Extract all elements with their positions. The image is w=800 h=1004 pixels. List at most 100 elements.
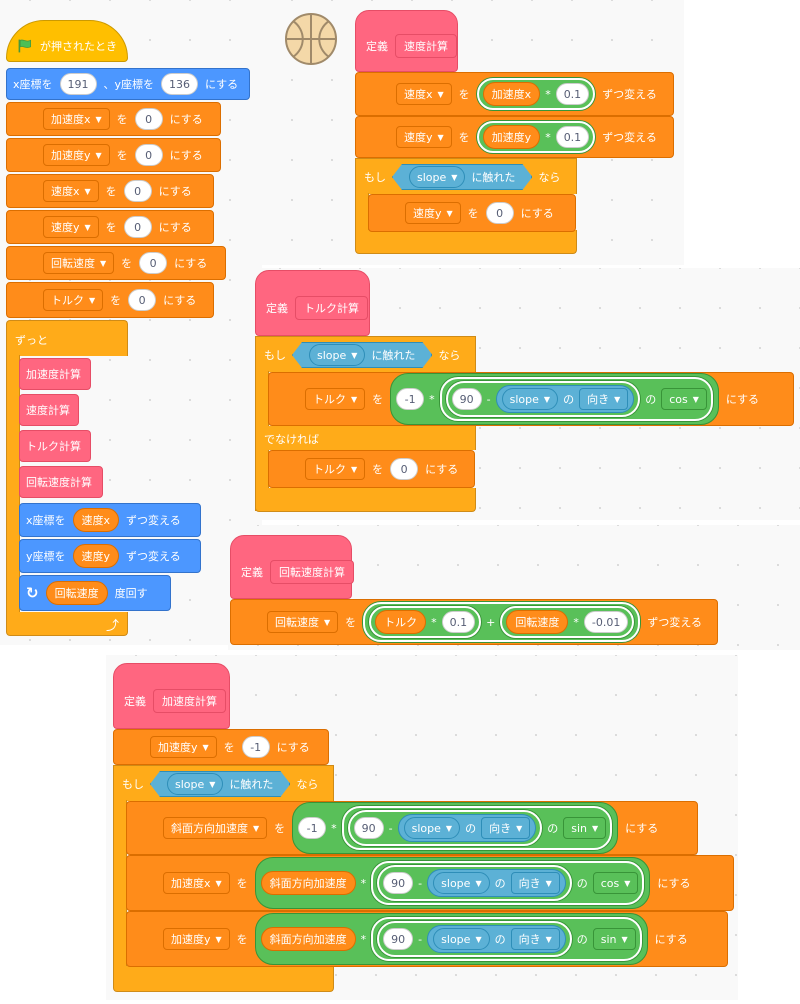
set-var-block[interactable]: 加速度x▼ を 0 にする — [6, 102, 221, 136]
value-input[interactable]: 90 — [383, 872, 414, 894]
multiply-operator[interactable]: 加速度y * 0.1 — [476, 121, 596, 153]
set-var-block[interactable]: 加速度y▼ を 0 にする — [6, 138, 221, 172]
forever-foot[interactable]: ⤴ — [6, 612, 128, 636]
define-hat[interactable]: 定義 トルク計算 — [255, 270, 370, 336]
subtract-operator[interactable]: 90 - slope▼ の 向き▼ — [347, 810, 543, 846]
multiply-operator[interactable]: 斜面方向加速度 * 90 - slope▼ の 向き▼ の sin▼ — [254, 913, 648, 965]
subtract-operator[interactable]: 90 - slope▼ の 向き▼ — [445, 381, 641, 417]
sin-operator[interactable]: 90 - slope▼ の 向き▼ の sin▼ — [341, 806, 613, 850]
if-foot[interactable] — [355, 230, 577, 254]
multiply-operator[interactable]: トルク * 0.1 — [369, 606, 482, 638]
cos-operator[interactable]: 90 - slope▼ の 向き▼ の cos▼ — [439, 377, 713, 421]
acc-y-reporter[interactable]: 加速度y — [482, 125, 541, 149]
sensor-dropdown[interactable]: slope▼ — [309, 344, 365, 366]
set-var-block[interactable]: 速度y▼ を 0 にする — [368, 194, 576, 232]
touching-condition[interactable]: slope▼ に触れた — [392, 164, 532, 190]
set-acc-x-block[interactable]: 加速度x▼ を 斜面方向加速度 * 90 - slope▼ の 向き▼ の co… — [126, 855, 734, 911]
multiply-operator[interactable]: -1 * 90 - slope▼ の 向き▼ の cos▼ — [390, 373, 719, 425]
define-hat[interactable]: 定義 速度計算 — [355, 10, 458, 72]
call-rot-block[interactable]: 回転速度計算 — [19, 466, 103, 498]
torque-reporter[interactable]: トルク — [375, 610, 427, 634]
var-dropdown[interactable]: 回転速度▼ — [267, 611, 339, 633]
add-operator[interactable]: トルク * 0.1 + 回転速度 * -0.01 — [363, 602, 641, 642]
set-torque-zero-block[interactable]: トルク▼ を 0 にする — [268, 450, 475, 488]
value-input[interactable]: 0 — [485, 202, 514, 224]
var-dropdown[interactable]: 加速度y▼ — [163, 928, 230, 950]
subtract-operator[interactable]: 90 - slope▼ の 向き▼ — [377, 865, 572, 901]
var-dropdown[interactable]: 加速度x▼ — [163, 872, 230, 894]
sensor-dropdown[interactable]: slope▼ — [403, 817, 461, 839]
call-acc-block[interactable]: 加速度計算 — [19, 358, 91, 390]
value-input[interactable]: -1 — [396, 388, 425, 410]
green-flag-hat-block[interactable]: が押されたとき — [6, 20, 128, 62]
if-foot[interactable] — [113, 966, 334, 992]
sensor-dropdown[interactable]: slope▼ — [433, 928, 490, 950]
else-section[interactable]: でなければ — [255, 426, 476, 450]
value-input[interactable]: 0 — [123, 180, 152, 202]
func-dropdown[interactable]: cos▼ — [592, 872, 639, 894]
value-input[interactable]: 0 — [134, 108, 163, 130]
forever-block[interactable]: ずっと — [6, 320, 128, 356]
multiply-operator[interactable]: 斜面方向加速度 * 90 - slope▼ の 向き▼ の cos▼ — [254, 857, 651, 909]
var-dropdown[interactable]: トルク▼ — [43, 289, 104, 311]
define-hat[interactable]: 定義 加速度計算 — [113, 663, 230, 729]
cos-operator[interactable]: 90 - slope▼ の 向き▼ の cos▼ — [371, 861, 645, 905]
set-var-block[interactable]: 回転速度▼ を 0 にする — [6, 246, 226, 280]
of-sensor-reporter[interactable]: slope▼ の 向き▼ — [427, 869, 566, 897]
value-input[interactable]: 0 — [139, 252, 168, 274]
set-var-block[interactable]: 速度x▼ を 0 にする — [6, 174, 214, 208]
func-dropdown[interactable]: cos▼ — [661, 388, 707, 410]
var-dropdown[interactable]: 速度y▼ — [396, 126, 452, 148]
if-foot[interactable] — [255, 488, 476, 512]
value-input[interactable]: 0 — [390, 458, 419, 480]
touching-condition[interactable]: slope▼ に触れた — [292, 342, 432, 368]
set-var-block[interactable]: 速度y▼ を 0 にする — [6, 210, 214, 244]
var-dropdown[interactable]: 回転速度▼ — [43, 252, 115, 274]
call-torque-block[interactable]: トルク計算 — [19, 430, 91, 462]
property-dropdown[interactable]: 向き▼ — [579, 388, 629, 410]
sensor-dropdown[interactable]: slope▼ — [433, 872, 490, 894]
sensor-dropdown[interactable]: slope▼ — [501, 388, 559, 410]
var-dropdown[interactable]: 速度y▼ — [43, 216, 99, 238]
change-var-block[interactable]: 速度x▼ を 加速度x * 0.1 ずつ変える — [355, 72, 674, 116]
var-dropdown[interactable]: 加速度y▼ — [150, 736, 217, 758]
goto-xy-block[interactable]: x座標を 191 、y座標を 136 にする — [6, 68, 250, 100]
turn-block[interactable]: ↻ 回転速度 度回す — [19, 575, 171, 611]
set-acc-y2-block[interactable]: 加速度y▼ を 斜面方向加速度 * 90 - slope▼ の 向き▼ の si… — [126, 911, 728, 967]
define-hat[interactable]: 定義 回転速度計算 — [230, 535, 354, 599]
goto-x-input[interactable]: 191 — [59, 73, 97, 95]
change-rot-block[interactable]: 回転速度▼ を トルク * 0.1 + 回転速度 * -0.01 ずつ変える — [230, 599, 718, 645]
change-var-block[interactable]: 速度y▼ を 加速度y * 0.1 ずつ変える — [355, 116, 674, 158]
multiply-operator[interactable]: 回転速度 * -0.01 — [500, 606, 635, 638]
touching-condition[interactable]: slope▼ に触れた — [150, 771, 290, 797]
if-block[interactable]: もし slope▼ に触れた なら — [355, 158, 577, 194]
value-input[interactable]: 0.1 — [555, 126, 590, 148]
value-input[interactable]: 0 — [134, 144, 163, 166]
set-acc-y-block[interactable]: 加速度y▼ を -1 にする — [113, 729, 329, 765]
set-slope-acc-block[interactable]: 斜面方向加速度▼ を -1 * 90 - slope▼ の 向き▼ の sin▼… — [126, 801, 698, 855]
property-dropdown[interactable]: 向き▼ — [481, 817, 531, 839]
goto-y-input[interactable]: 136 — [161, 73, 199, 95]
var-dropdown[interactable]: 速度x▼ — [43, 180, 99, 202]
acc-x-reporter[interactable]: 加速度x — [482, 82, 541, 106]
property-dropdown[interactable]: 向き▼ — [510, 872, 560, 894]
value-input[interactable]: 0.1 — [555, 83, 590, 105]
multiply-operator[interactable]: -1 * 90 - slope▼ の 向き▼ の sin▼ — [292, 802, 619, 854]
sensor-dropdown[interactable]: slope▼ — [167, 773, 223, 795]
property-dropdown[interactable]: 向き▼ — [510, 928, 560, 950]
var-dropdown[interactable]: トルク▼ — [305, 388, 366, 410]
value-input[interactable]: 0.1 — [441, 611, 476, 633]
var-dropdown[interactable]: 加速度x▼ — [43, 108, 110, 130]
if-block[interactable]: もし slope▼ に触れた なら — [113, 765, 334, 801]
func-dropdown[interactable]: sin▼ — [592, 928, 636, 950]
speed-x-reporter[interactable]: 速度x — [72, 508, 120, 532]
set-torque-block[interactable]: トルク▼ を -1 * 90 - slope▼ の 向き▼ の cos▼ にする — [268, 372, 794, 426]
value-input[interactable]: -0.01 — [583, 611, 629, 633]
set-var-block[interactable]: トルク▼ を 0 にする — [6, 282, 214, 318]
of-sensor-reporter[interactable]: slope▼ の 向き▼ — [397, 814, 537, 842]
value-input[interactable]: 0 — [128, 289, 157, 311]
change-x-block[interactable]: x座標を 速度x ずつ変える — [19, 503, 201, 537]
value-input[interactable]: -1 — [298, 817, 327, 839]
speed-y-reporter[interactable]: 速度y — [72, 544, 120, 568]
rot-speed-reporter[interactable]: 回転速度 — [506, 610, 569, 634]
